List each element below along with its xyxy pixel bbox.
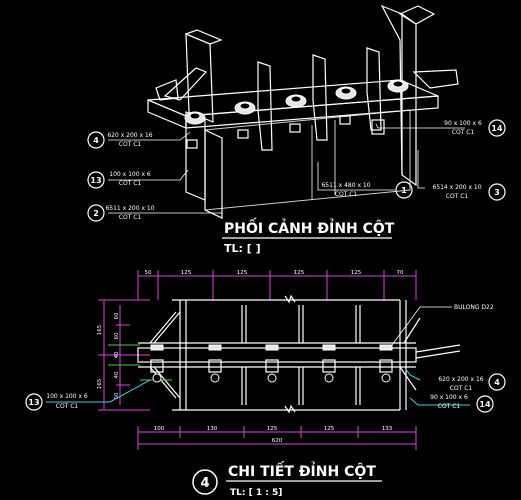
- svg-text:COT C1: COT C1: [335, 191, 358, 198]
- svg-text:60: 60: [114, 392, 120, 399]
- svg-text:2: 2: [93, 209, 99, 218]
- svg-text:3: 3: [494, 188, 500, 197]
- svg-text:50: 50: [145, 270, 152, 276]
- perspective-title: PHỐI CẢNH ĐỈNH CỘT: [224, 217, 395, 237]
- perspective-callout-14: 14 90 x 100 x 6 COT C1: [444, 119, 506, 137]
- left-dimension-chain: 165 165 60 60 40 40 60: [97, 299, 150, 411]
- svg-text:125: 125: [267, 426, 278, 432]
- svg-text:100: 100: [154, 426, 165, 432]
- svg-text:6514 x 200 x 10: 6514 x 200 x 10: [432, 184, 481, 191]
- svg-text:125: 125: [237, 270, 248, 276]
- bottom-dimension-chain: 100 130 125 125 133 620: [137, 426, 417, 450]
- svg-text:COT C1: COT C1: [119, 214, 142, 221]
- bolt-label: BULONG D22: [391, 304, 494, 346]
- detail-scale: TL: [ 1 : 5]: [230, 488, 282, 498]
- svg-text:COT C1: COT C1: [446, 193, 469, 200]
- svg-text:70: 70: [397, 270, 404, 276]
- svg-text:125: 125: [324, 426, 335, 432]
- detail-callout-14: 14 90 x 100 x 6 COT C1: [430, 394, 494, 413]
- svg-text:6511 x 200 x 10: 6511 x 200 x 10: [105, 205, 154, 212]
- perspective-title-block: PHỐI CẢNH ĐỈNH CỘT TL: [ ]: [222, 217, 395, 255]
- detail-view: 50 125 125 125 125 70 165 165 60 60 40 4…: [46, 270, 494, 450]
- svg-text:165: 165: [97, 378, 103, 389]
- svg-text:125: 125: [294, 270, 305, 276]
- svg-text:6511 x 480 x 10: 6511 x 480 x 10: [321, 182, 370, 189]
- cap-plate-plan: [137, 294, 461, 414]
- perspective-bolts: [184, 79, 409, 125]
- bolt: [150, 344, 164, 383]
- svg-text:620 x 200 x 16: 620 x 200 x 16: [438, 376, 483, 383]
- svg-text:13: 13: [28, 398, 39, 407]
- svg-text:620: 620: [272, 438, 283, 444]
- perspective-callout-1: 1 6511 x 480 x 10 COT C1: [321, 181, 413, 199]
- svg-text:COT C1: COT C1: [438, 403, 461, 410]
- perspective-scale: TL: [ ]: [224, 242, 261, 255]
- svg-text:COT C1: COT C1: [56, 403, 79, 410]
- bolt: [322, 344, 336, 383]
- svg-text:14: 14: [479, 400, 491, 409]
- svg-text:COT C1: COT C1: [450, 385, 473, 392]
- detail-callout-4: 4 620 x 200 x 16 COT C1: [438, 373, 506, 392]
- detail-number: 4: [200, 476, 209, 491]
- bolt: [379, 344, 393, 383]
- svg-text:90 x 100 x 6: 90 x 100 x 6: [430, 394, 468, 401]
- detail-callout-13: 13 100 x 100 x 6 COT C1: [25, 393, 88, 411]
- bolt: [265, 344, 279, 383]
- svg-text:125: 125: [351, 270, 362, 276]
- svg-text:125: 125: [181, 270, 192, 276]
- svg-text:COT C1: COT C1: [452, 129, 475, 136]
- detail-title: CHI TIẾT ĐỈNH CỘT: [228, 461, 376, 480]
- perspective-callout-4: 4 620 x 200 x 16 COT C1: [87, 131, 153, 149]
- svg-text:90 x 100 x 6: 90 x 100 x 6: [444, 120, 482, 127]
- detail-title-block: 4 CHI TIẾT ĐỈNH CỘT TL: [ 1 : 5]: [192, 461, 382, 498]
- svg-text:60: 60: [114, 312, 120, 319]
- perspective-view: [108, 4, 465, 219]
- svg-text:1: 1: [401, 186, 407, 195]
- svg-text:13: 13: [90, 176, 101, 185]
- svg-text:40: 40: [114, 351, 120, 358]
- perspective-callout-13: 13 100 x 100 x 6 COT C1: [87, 171, 151, 189]
- perspective-nuts: [186, 115, 385, 149]
- svg-text:COT C1: COT C1: [119, 180, 142, 187]
- svg-text:BULONG D22: BULONG D22: [454, 304, 494, 311]
- svg-text:4: 4: [494, 378, 500, 387]
- perspective-callout-2: 2 6511 x 200 x 10 COT C1: [87, 204, 155, 222]
- svg-text:14: 14: [491, 124, 503, 133]
- svg-text:130: 130: [207, 426, 218, 432]
- top-dimension-chain: 50 125 125 125 125 70: [137, 270, 417, 300]
- svg-text:COT C1: COT C1: [119, 141, 142, 148]
- svg-text:620 x 200 x 16: 620 x 200 x 16: [107, 132, 152, 139]
- svg-text:40: 40: [114, 371, 120, 378]
- svg-text:4: 4: [93, 136, 99, 145]
- bolt: [208, 344, 222, 383]
- svg-text:100 x 100 x 6: 100 x 100 x 6: [109, 171, 151, 178]
- detail-bolts: [150, 344, 393, 383]
- svg-text:100 x 100 x 6: 100 x 100 x 6: [46, 393, 88, 400]
- stiffener-plates: [257, 47, 382, 151]
- svg-text:133: 133: [382, 426, 393, 432]
- perspective-callout-3: 3 6514 x 200 x 10 COT C1: [432, 183, 506, 201]
- svg-text:165: 165: [97, 324, 103, 335]
- svg-text:60: 60: [114, 332, 120, 339]
